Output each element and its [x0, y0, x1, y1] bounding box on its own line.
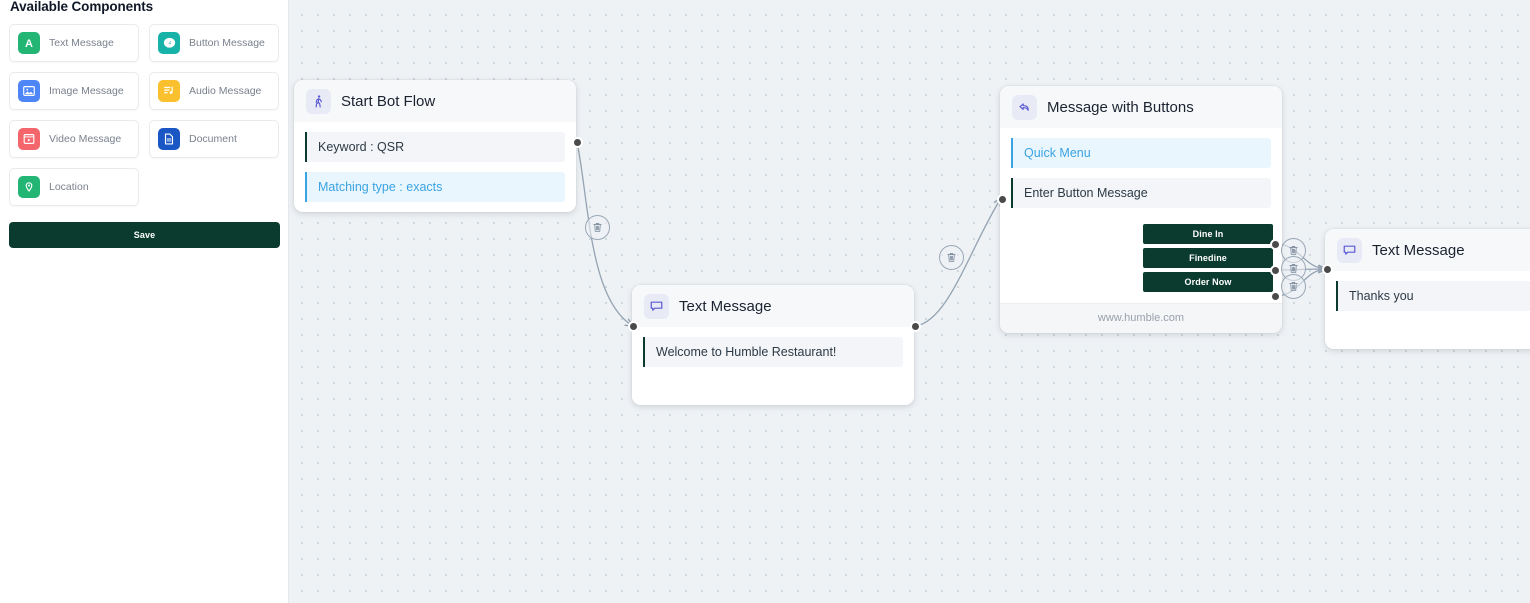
handle-button-order-now-output[interactable]: [1270, 291, 1281, 302]
node-title: Start Bot Flow: [341, 92, 436, 110]
node-title: Text Message: [1372, 241, 1465, 259]
flow-canvas[interactable]: Start Bot Flow Keyword : QSR Matching ty…: [289, 0, 1530, 603]
matching-type-field[interactable]: Matching type : exacts: [305, 172, 565, 202]
quick-reply-button-finedine[interactable]: Finedine: [1143, 248, 1273, 268]
message-field[interactable]: Thanks you: [1336, 281, 1530, 311]
comment-bubble-icon: [1337, 238, 1362, 263]
component-card-text-message[interactable]: A Text Message: [9, 24, 139, 62]
node-body: Quick Menu Enter Button Message Dine In …: [1000, 138, 1282, 303]
node-body: Thanks you: [1325, 281, 1530, 349]
button-message-field[interactable]: Enter Button Message: [1011, 178, 1271, 208]
quick-reply-button-dine-in[interactable]: Dine In: [1143, 224, 1273, 244]
node-header: Text Message: [1325, 229, 1530, 271]
component-palette: A Text Message Button Message Image Mess…: [9, 24, 279, 206]
video-icon: [18, 128, 40, 150]
component-card-location[interactable]: Location: [9, 168, 139, 206]
node-footer-url: www.humble.com: [1000, 303, 1282, 333]
component-card-image-message[interactable]: Image Message: [9, 72, 139, 110]
component-label: Audio Message: [189, 85, 262, 97]
node-title: Text Message: [679, 297, 772, 315]
save-button[interactable]: Save: [9, 222, 280, 248]
trash-icon: [947, 253, 956, 262]
trash-icon: [593, 223, 602, 232]
quick-reply-button-list: Dine In Finedine Order Now: [1000, 218, 1282, 303]
node-text-message-1[interactable]: Text Message Welcome to Humble Restauran…: [632, 285, 914, 405]
document-icon: [158, 128, 180, 150]
keyword-field[interactable]: Keyword : QSR: [305, 132, 565, 162]
handle-text1-input[interactable]: [628, 321, 639, 332]
location-pin-icon: [18, 176, 40, 198]
reply-bubble-icon: [158, 32, 180, 54]
button-header-field[interactable]: Quick Menu: [1011, 138, 1271, 168]
quick-reply-button-order-now[interactable]: Order Now: [1143, 272, 1273, 292]
component-card-audio-message[interactable]: Audio Message: [149, 72, 279, 110]
components-sidebar: Available Components A Text Message Butt…: [0, 0, 289, 603]
component-label: Video Message: [49, 133, 122, 145]
node-title: Message with Buttons: [1047, 98, 1194, 116]
edge-delete-button-start-to-text1[interactable]: [585, 215, 610, 240]
handle-text1-output[interactable]: [910, 321, 921, 332]
component-label: Text Message: [49, 37, 114, 49]
component-card-button-message[interactable]: Button Message: [149, 24, 279, 62]
svg-text:A: A: [25, 38, 33, 50]
component-label: Location: [49, 181, 89, 193]
node-start-bot-flow[interactable]: Start Bot Flow Keyword : QSR Matching ty…: [294, 80, 576, 212]
comment-bubble-icon: [644, 294, 669, 319]
image-icon: [18, 80, 40, 102]
handle-text2-input[interactable]: [1322, 264, 1333, 275]
audio-note-icon: [158, 80, 180, 102]
edge-delete-button-order-now[interactable]: [1281, 274, 1306, 299]
node-body: Keyword : QSR Matching type : exacts: [294, 132, 576, 202]
handle-buttons-input[interactable]: [997, 194, 1008, 205]
component-card-video-message[interactable]: Video Message: [9, 120, 139, 158]
handle-start-output[interactable]: [572, 137, 583, 148]
node-header: Message with Buttons: [1000, 86, 1282, 128]
component-card-document[interactable]: Document: [149, 120, 279, 158]
node-message-with-buttons[interactable]: Message with Buttons Quick Menu Enter Bu…: [1000, 86, 1282, 333]
reply-arrow-icon: [1012, 95, 1037, 120]
node-text-message-2[interactable]: Text Message Thanks you: [1325, 229, 1530, 349]
handle-button-dine-in-output[interactable]: [1270, 239, 1281, 250]
handle-button-finedine-output[interactable]: [1270, 265, 1281, 276]
component-label: Button Message: [189, 37, 265, 49]
message-field[interactable]: Welcome to Humble Restaurant!: [643, 337, 903, 367]
trash-icon: [1289, 282, 1298, 291]
edge-delete-button-text1-to-buttons[interactable]: [939, 245, 964, 270]
node-body: Welcome to Humble Restaurant!: [632, 337, 914, 405]
component-label: Image Message: [49, 85, 124, 97]
component-label: Document: [189, 133, 237, 145]
node-header: Start Bot Flow: [294, 80, 576, 122]
letter-a-icon: A: [18, 32, 40, 54]
sidebar-title: Available Components: [10, 0, 154, 14]
walking-person-icon: [306, 89, 331, 114]
node-header: Text Message: [632, 285, 914, 327]
